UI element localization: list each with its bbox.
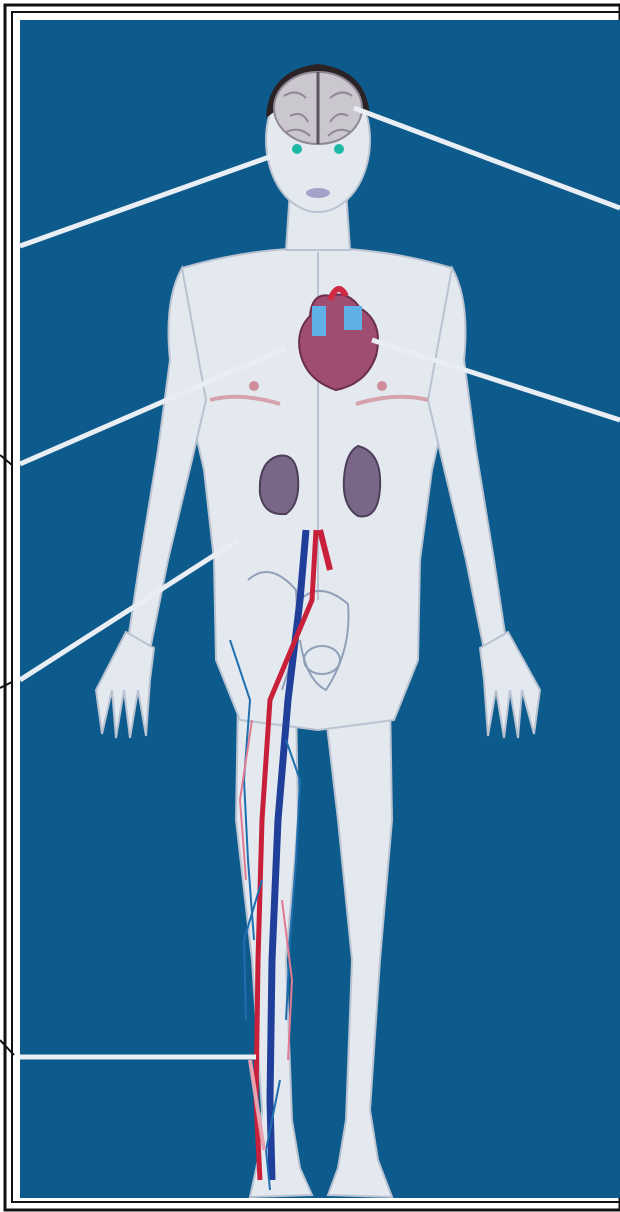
heart-vessel — [344, 306, 362, 330]
heart-vessel — [312, 306, 326, 336]
right-eye — [292, 144, 302, 154]
right-kidney — [260, 455, 298, 514]
mouth — [306, 188, 330, 198]
left-kidney — [344, 446, 380, 516]
left-eye — [334, 144, 344, 154]
nipple — [249, 381, 259, 391]
brain — [274, 72, 362, 144]
nipple — [377, 381, 387, 391]
